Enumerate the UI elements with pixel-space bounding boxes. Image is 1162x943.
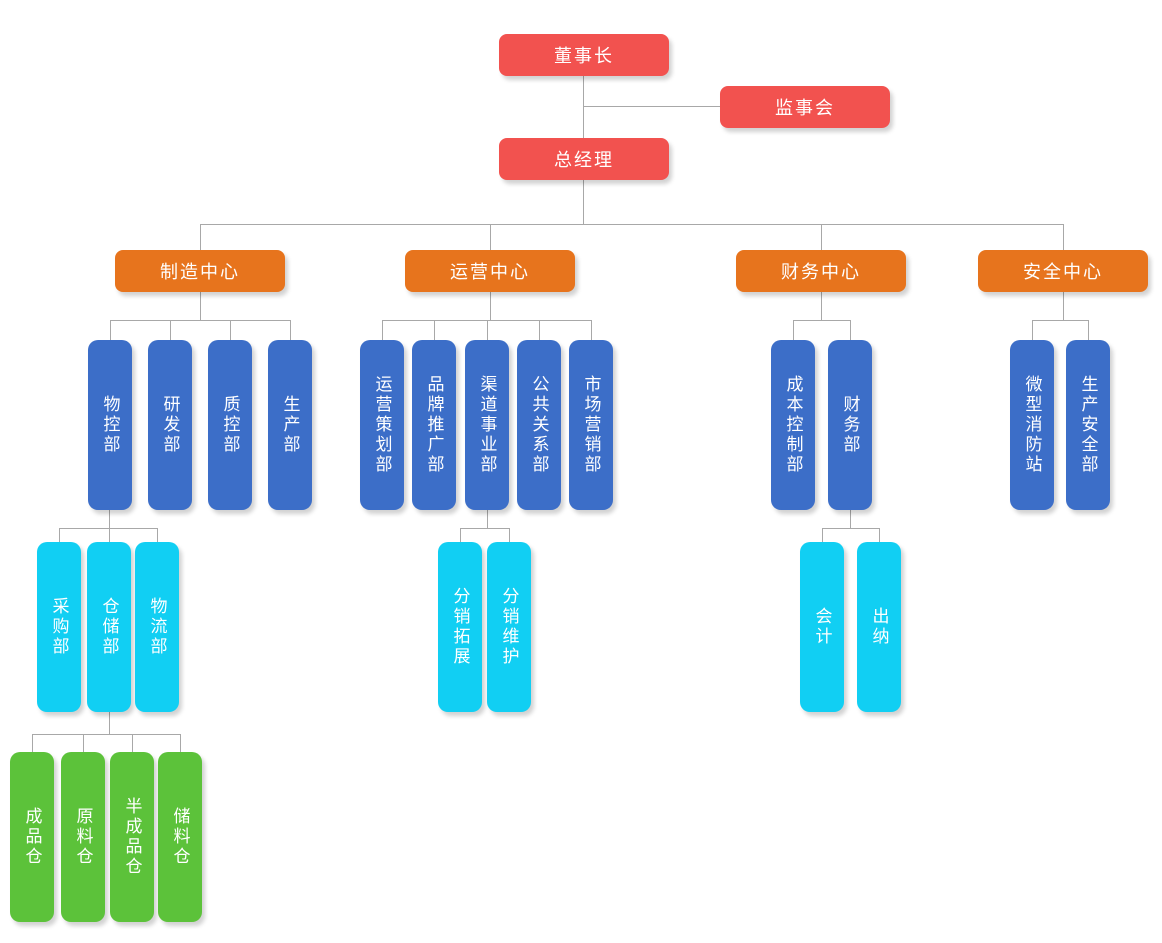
node-general-manager[interactable]: 总经理 xyxy=(499,138,669,180)
connector-line xyxy=(487,510,488,528)
node-cost-control-dept[interactable]: 成本控制部 xyxy=(771,340,815,510)
connector-line xyxy=(382,320,591,321)
connector-line xyxy=(230,320,231,340)
node-material-control-dept[interactable]: 物控部 xyxy=(88,340,132,510)
connector-line xyxy=(83,734,84,752)
connector-line xyxy=(850,510,851,528)
connector-line xyxy=(1032,320,1033,340)
node-accounting[interactable]: 会计 xyxy=(800,542,844,712)
connector-line xyxy=(822,528,823,542)
node-safety-center[interactable]: 安全中心 xyxy=(978,250,1148,292)
node-finance-center[interactable]: 财务中心 xyxy=(736,250,906,292)
node-purchasing-dept[interactable]: 采购部 xyxy=(37,542,81,712)
connector-line xyxy=(879,528,880,542)
node-chairman[interactable]: 董事长 xyxy=(499,34,669,76)
connector-line xyxy=(1063,224,1064,250)
connector-line xyxy=(59,528,157,529)
node-marketing-dept[interactable]: 市场营销部 xyxy=(569,340,613,510)
connector-line xyxy=(59,528,60,542)
connector-line xyxy=(490,292,491,320)
node-cashier[interactable]: 出纳 xyxy=(857,542,901,712)
connector-line xyxy=(32,734,33,752)
node-brand-promotion-dept[interactable]: 品牌推广部 xyxy=(412,340,456,510)
node-distribution-maintenance[interactable]: 分销维护 xyxy=(487,542,531,712)
connector-line xyxy=(132,734,133,752)
node-channel-business-dept[interactable]: 渠道事业部 xyxy=(465,340,509,510)
connector-line xyxy=(110,320,290,321)
connector-line xyxy=(583,76,584,138)
connector-line xyxy=(382,320,383,340)
node-storage-warehouse[interactable]: 储料仓 xyxy=(158,752,202,922)
node-semi-finished-warehouse[interactable]: 半成品仓 xyxy=(110,752,154,922)
connector-line xyxy=(793,320,850,321)
connector-line xyxy=(539,320,540,340)
connector-line xyxy=(200,292,201,320)
connector-line xyxy=(460,528,461,542)
connector-line xyxy=(487,320,488,340)
connector-line xyxy=(821,224,822,250)
connector-line xyxy=(32,734,180,735)
connector-line xyxy=(490,224,491,250)
connector-line xyxy=(200,224,201,250)
node-production-dept[interactable]: 生产部 xyxy=(268,340,312,510)
node-micro-fire-station[interactable]: 微型消防站 xyxy=(1010,340,1054,510)
node-quality-control-dept[interactable]: 质控部 xyxy=(208,340,252,510)
connector-line xyxy=(109,712,110,734)
connector-line xyxy=(170,320,171,340)
connector-line xyxy=(821,292,822,320)
node-raw-material-warehouse[interactable]: 原料仓 xyxy=(61,752,105,922)
connector-line xyxy=(1088,320,1089,340)
connector-line xyxy=(1063,292,1064,320)
connector-line xyxy=(1032,320,1088,321)
node-warehousing-dept[interactable]: 仓储部 xyxy=(87,542,131,712)
connector-line xyxy=(583,106,720,107)
connector-line xyxy=(200,224,1063,225)
connector-line xyxy=(460,528,509,529)
connector-line xyxy=(850,320,851,340)
node-operation-planning-dept[interactable]: 运营策划部 xyxy=(360,340,404,510)
connector-line xyxy=(591,320,592,340)
connector-line xyxy=(509,528,510,542)
connector-line xyxy=(434,320,435,340)
node-public-relations-dept[interactable]: 公共关系部 xyxy=(517,340,561,510)
connector-line xyxy=(583,180,584,224)
node-rnd-dept[interactable]: 研发部 xyxy=(148,340,192,510)
node-supervisory-board[interactable]: 监事会 xyxy=(720,86,890,128)
node-finished-goods-warehouse[interactable]: 成品仓 xyxy=(10,752,54,922)
node-finance-dept[interactable]: 财务部 xyxy=(828,340,872,510)
node-distribution-expansion[interactable]: 分销拓展 xyxy=(438,542,482,712)
connector-line xyxy=(290,320,291,340)
connector-line xyxy=(180,734,181,752)
node-manufacturing-center[interactable]: 制造中心 xyxy=(115,250,285,292)
node-production-safety-dept[interactable]: 生产安全部 xyxy=(1066,340,1110,510)
connector-line xyxy=(110,320,111,340)
connector-line xyxy=(109,510,110,542)
node-logistics-dept[interactable]: 物流部 xyxy=(135,542,179,712)
connector-line xyxy=(793,320,794,340)
node-operations-center[interactable]: 运营中心 xyxy=(405,250,575,292)
connector-line xyxy=(822,528,879,529)
connector-line xyxy=(157,528,158,542)
